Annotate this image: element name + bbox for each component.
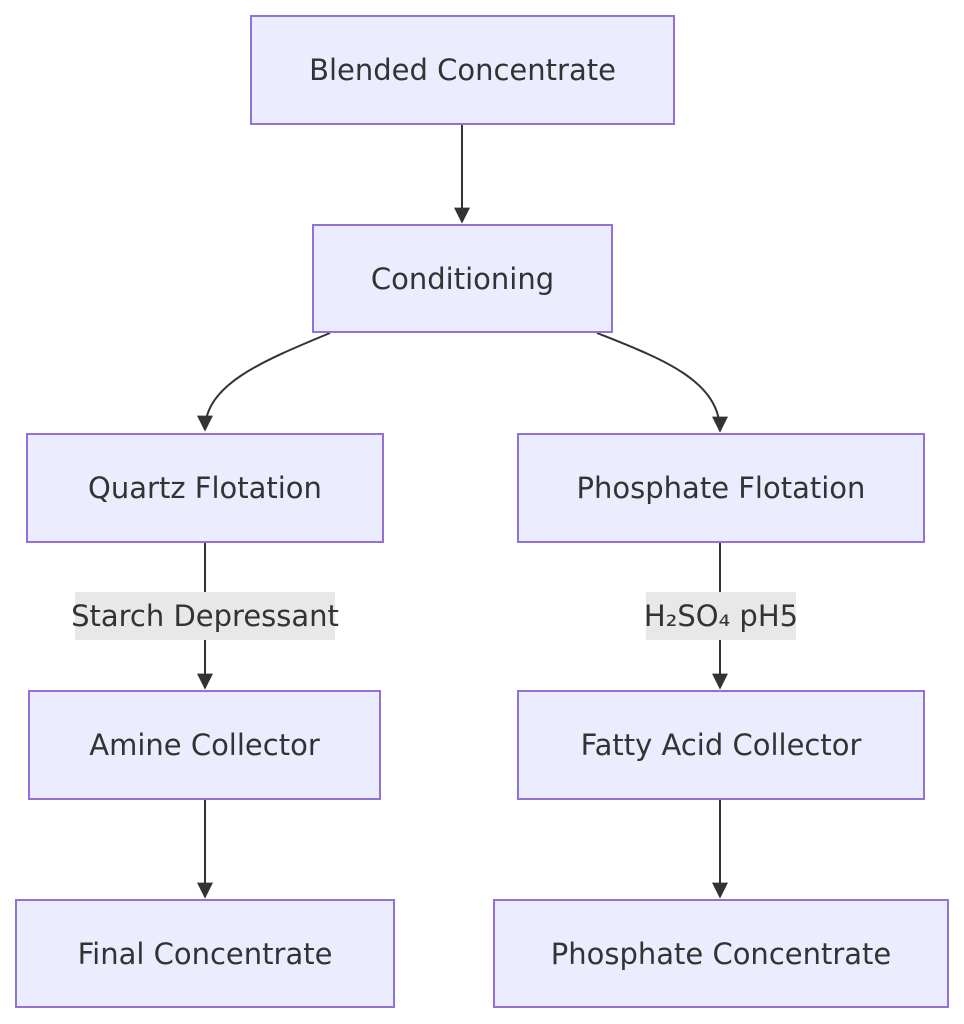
node-blended-concentrate: Blended Concentrate bbox=[250, 15, 675, 125]
node-fatty-acid-collector: Fatty Acid Collector bbox=[517, 690, 925, 800]
edge-conditioning-to-phosphate-flotation bbox=[596, 332, 728, 433]
node-final-concentrate: Final Concentrate bbox=[15, 899, 395, 1008]
node-label: Phosphate Flotation bbox=[576, 471, 866, 505]
node-label: Final Concentrate bbox=[77, 936, 333, 971]
node-quartz-flotation: Quartz Flotation bbox=[26, 433, 384, 543]
node-conditioning: Conditioning bbox=[312, 224, 613, 333]
edge-label-text: Starch Depressant bbox=[71, 599, 339, 633]
node-label: Phosphate Concentrate bbox=[550, 936, 892, 971]
node-phosphate-flotation: Phosphate Flotation bbox=[517, 433, 925, 543]
edge-label-starch-depressant: Starch Depressant bbox=[71, 592, 339, 640]
edge-label-acid: H₂SO₄ pH5 bbox=[643, 592, 799, 640]
node-amine-collector: Amine Collector bbox=[28, 690, 381, 800]
edge-conditioning-to-quartz bbox=[197, 332, 331, 432]
node-phosphate-concentrate: Phosphate Concentrate bbox=[493, 899, 949, 1008]
node-label: Conditioning bbox=[370, 261, 555, 296]
node-label: Quartz Flotation bbox=[88, 471, 322, 505]
node-label: Fatty Acid Collector bbox=[580, 728, 862, 762]
node-label: Amine Collector bbox=[89, 728, 320, 762]
edge-label-text: H₂SO₄ pH5 bbox=[643, 599, 799, 633]
node-label: Blended Concentrate bbox=[309, 53, 616, 87]
